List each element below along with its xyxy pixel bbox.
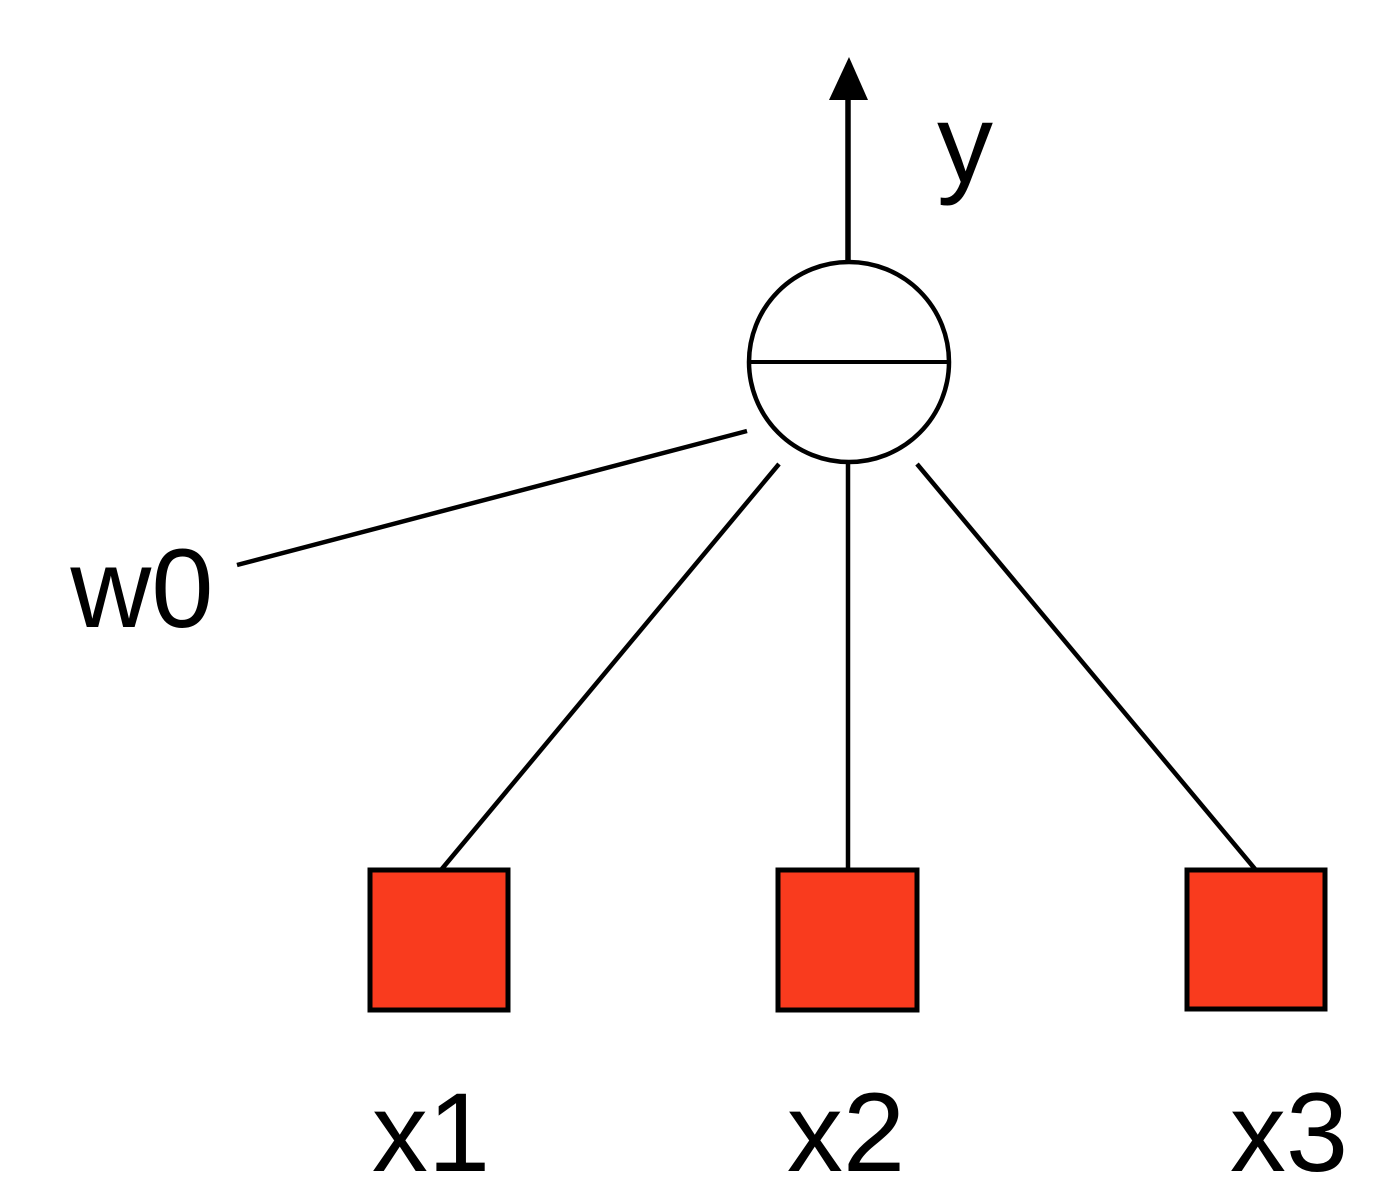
- output-label: y: [937, 81, 993, 206]
- input-node-x3: [1184, 867, 1328, 1012]
- bias-weight-label: w0: [69, 526, 213, 651]
- output-arrow: [829, 57, 868, 262]
- edge-x1-line: [439, 462, 781, 872]
- input-label-x2: x2: [787, 1070, 905, 1195]
- input-node-x1: [367, 867, 511, 1013]
- input-label-x3: x3: [1230, 1070, 1348, 1195]
- bias-connector-line: [236, 428, 748, 568]
- output-arrow-head: [829, 57, 868, 100]
- input-node-x2: [775, 867, 920, 1013]
- input-label-x1: x1: [372, 1070, 490, 1195]
- edge-x3-line: [915, 462, 1257, 871]
